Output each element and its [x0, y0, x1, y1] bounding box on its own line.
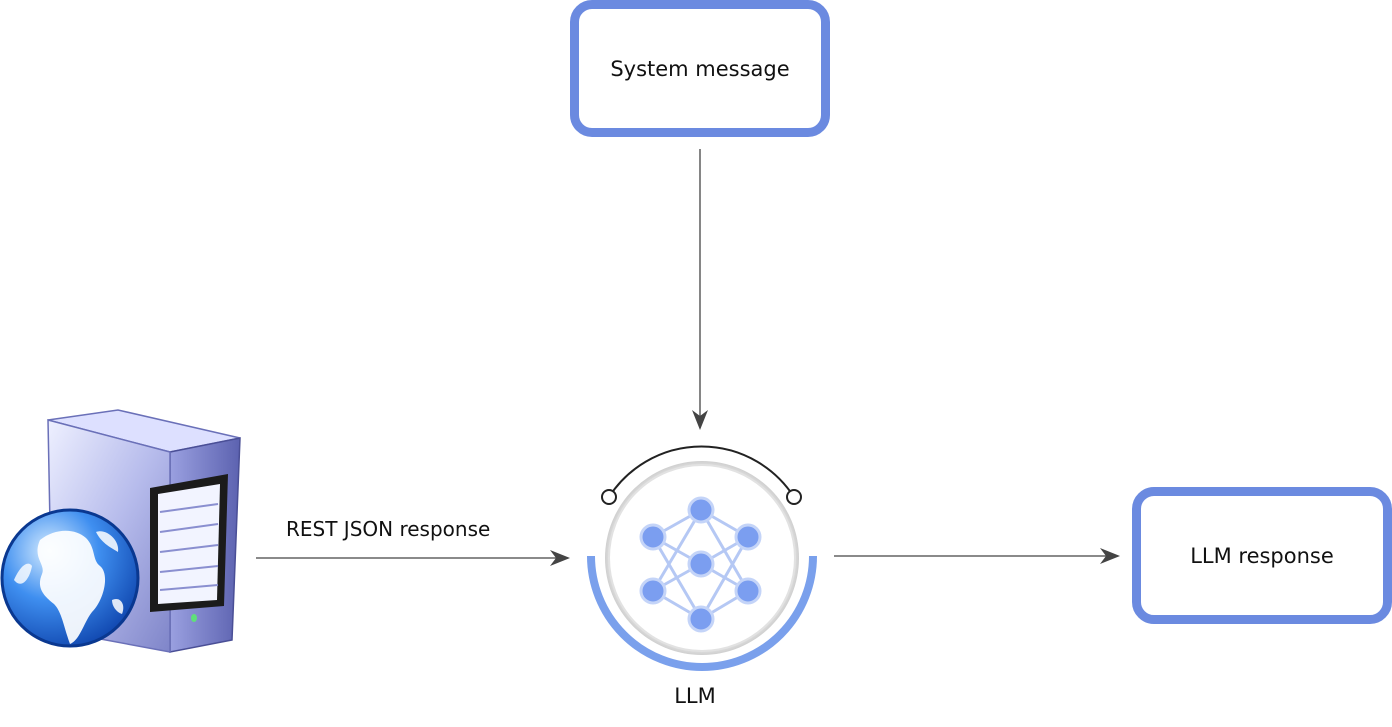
system-message-label: System message [610, 56, 790, 81]
llm-response-node[interactable]: LLM response [1132, 487, 1392, 624]
system-message-node[interactable]: System message [570, 0, 830, 137]
llm-label: LLM [674, 684, 716, 708]
globe-icon [0, 508, 140, 648]
neural-network-icon [587, 445, 817, 671]
llm-response-label: LLM response [1190, 543, 1334, 568]
rest-json-response-label: REST JSON response [286, 517, 491, 541]
